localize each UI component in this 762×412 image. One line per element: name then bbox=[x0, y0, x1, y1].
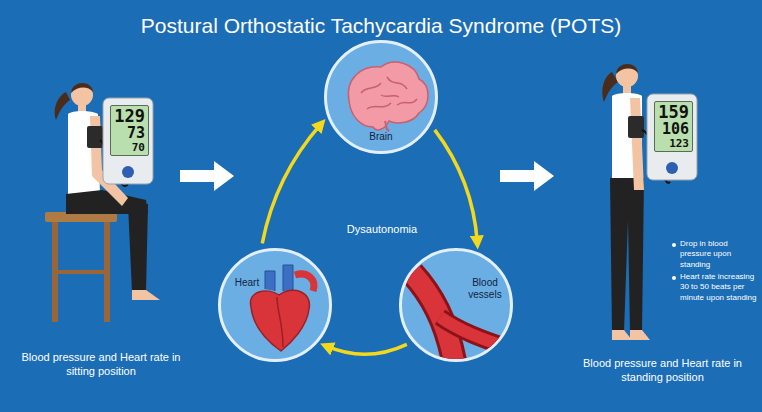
organ-illustration bbox=[221, 251, 329, 359]
cycle-arrow bbox=[327, 344, 407, 354]
monitor-screen: 1297370 bbox=[110, 105, 149, 156]
node-label: Blood vessels bbox=[460, 277, 510, 300]
organ-illustration bbox=[402, 251, 510, 359]
organ-circle: Heart bbox=[218, 248, 332, 362]
caption: Blood pressure and Heart rate in sitting… bbox=[15, 350, 187, 379]
flow-arrow bbox=[180, 161, 234, 191]
node-label: Brain bbox=[349, 131, 413, 143]
center-label: Dysautonomia bbox=[312, 222, 452, 236]
bp-monitor bbox=[103, 98, 153, 184]
bullet-dot bbox=[672, 276, 676, 280]
bp-monitor bbox=[647, 94, 697, 180]
cycle-arrow bbox=[435, 130, 478, 243]
bullet-note: Heart rate increasing 30 to 50 beats per… bbox=[680, 272, 758, 303]
node-label: Heart bbox=[227, 277, 267, 289]
reading-value: 70 bbox=[114, 142, 145, 154]
organ-circle: Blood vessels bbox=[399, 248, 513, 362]
bullet-dot bbox=[672, 243, 676, 247]
flow-arrow bbox=[500, 161, 554, 191]
caption: Blood pressure and Heart rate in standin… bbox=[575, 356, 750, 385]
cycle-arrow bbox=[262, 124, 321, 243]
reading-value: 106 bbox=[658, 122, 689, 138]
reading-value: 73 bbox=[114, 126, 145, 142]
sitting-woman bbox=[45, 83, 160, 322]
bullet-note: Drop in blood pressure upon standing bbox=[680, 239, 758, 270]
monitor-screen: 159106123 bbox=[654, 101, 693, 152]
title: Postural Orthostatic Tachycardia Syndrom… bbox=[0, 14, 762, 38]
reading-value: 159 bbox=[658, 104, 689, 122]
reading-value: 123 bbox=[658, 138, 689, 150]
reading-value: 129 bbox=[114, 108, 145, 126]
organ-circle: Brain bbox=[324, 40, 438, 154]
